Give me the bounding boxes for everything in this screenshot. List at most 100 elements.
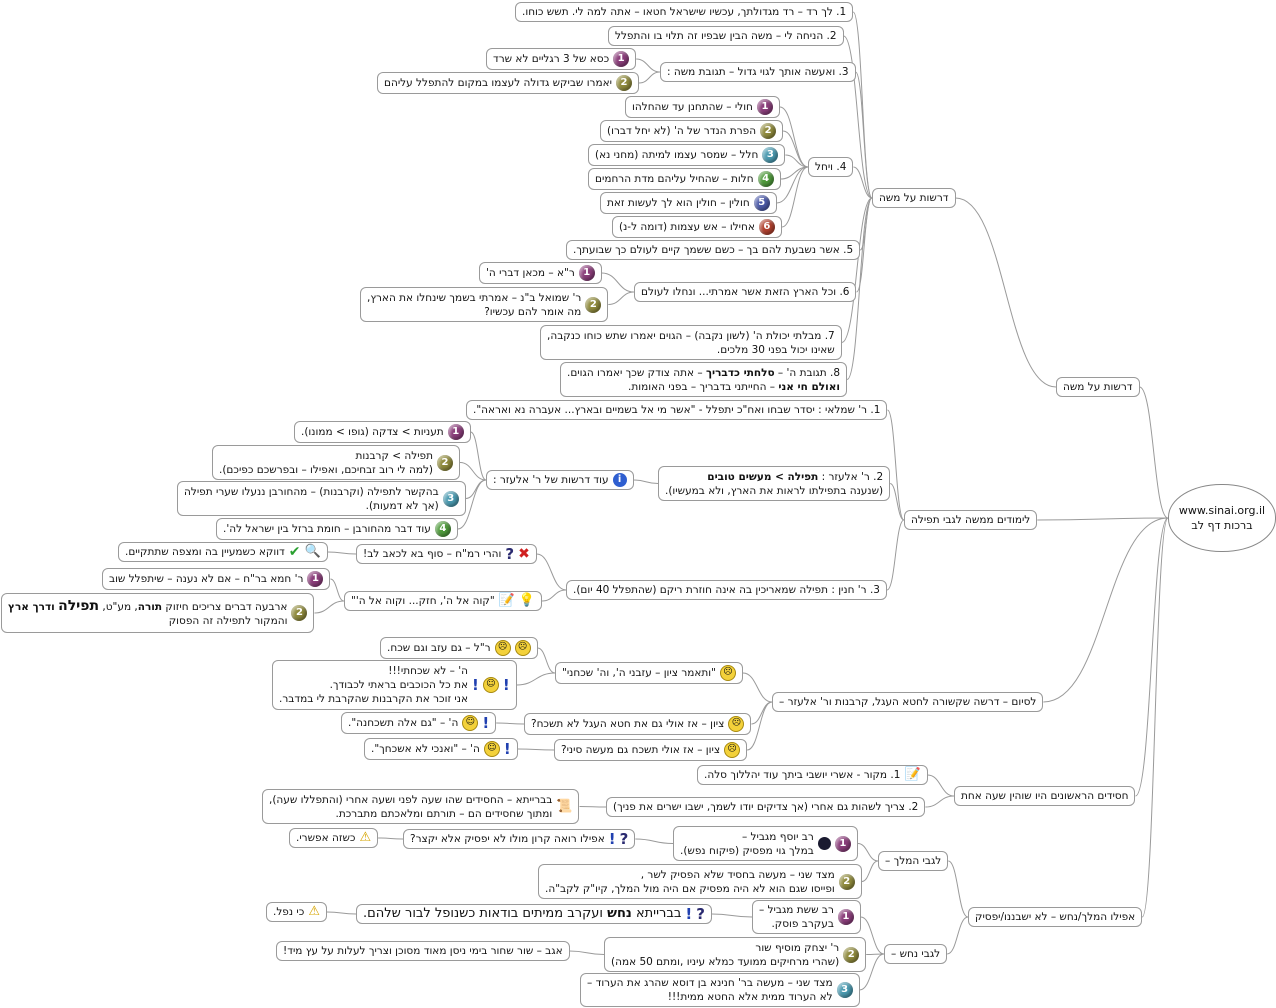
exclamation-icon: ! xyxy=(685,905,693,923)
sad-face-icon: ☹ xyxy=(514,640,531,656)
root-node[interactable]: www.sinai.org.il ברכות דף לב xyxy=(1168,484,1276,552)
node-meayen[interactable]: 🔍✔דווקא כשמעיין בה ומצפה שתתקיים. xyxy=(118,542,328,562)
node-kaav-lev[interactable]: ✖?והרי רמ"ח – סוף בא לכאב לב! xyxy=(356,544,537,564)
number-1-icon: 1 xyxy=(756,99,773,115)
node-mibilti-yecholet[interactable]: 7. מבלתי יכולת ה' (לשון נקבה) – הגוים יא… xyxy=(540,325,842,360)
node-snake[interactable]: לגבי נחש – xyxy=(884,944,948,964)
cross-icon: ✖ xyxy=(518,546,530,562)
node-vaychal[interactable]: 4. ויחל xyxy=(808,157,854,177)
node-ki-nafal[interactable]: ⚠כי נפל. xyxy=(266,902,327,922)
exclamation-icon: ! xyxy=(503,740,511,758)
node-tguvat-hashem[interactable]: 8. תגובת ה' – סלחתי כדבריך – אתה צודק שכ… xyxy=(560,362,848,397)
connector-line xyxy=(886,519,905,591)
connector-line xyxy=(852,11,873,199)
node-lo-shachachti[interactable]: !☺!ה' – לא שכחתי!!!את כל הכוכבים בראתי ל… xyxy=(272,660,517,710)
connector-line xyxy=(841,197,873,343)
node-vechol-haaretz[interactable]: 6. וכל הארץ הזאת אשר אמרתי... ונחלו לעול… xyxy=(634,282,857,302)
number-1-icon: 1 xyxy=(447,424,464,440)
branch-king-snake[interactable]: אפילו המלך/נחש – לא ישבננו/יפסיק xyxy=(968,907,1143,927)
node-gam-ele[interactable]: !☺ה' – "גם אלה תשכחנה". xyxy=(341,712,497,734)
connector-line xyxy=(470,431,487,481)
node-baraita-nachash[interactable]: ?!בברייתא נחש ועקרב ממיתים בודאות כשנופל… xyxy=(356,904,712,924)
node-veeese-otcha[interactable]: 3. ואעשה אותך לגוי גדול – תגובת משה : xyxy=(660,62,856,82)
number-2-icon: 2 xyxy=(760,123,777,139)
connector-line xyxy=(955,197,1057,388)
number-2-icon: 2 xyxy=(843,946,860,963)
connector-line xyxy=(314,600,345,614)
connector-line xyxy=(516,672,556,686)
warning-icon: ⚠ xyxy=(359,830,372,845)
node-lishhot-acharei[interactable]: 2. צריך לשהות גם אחרי (אך צדיקים יודו לש… xyxy=(606,797,926,817)
connector-line xyxy=(861,860,879,882)
number-2-icon: 2 xyxy=(585,296,602,313)
number-4-icon: 4 xyxy=(757,171,774,187)
connector-line xyxy=(843,35,873,199)
number-1-icon: 1 xyxy=(307,571,324,587)
connector-line xyxy=(326,911,357,915)
connector-line xyxy=(886,409,905,521)
branch-prayer[interactable]: לימודים ממשה לגבי תפילה xyxy=(904,510,1038,530)
branch-moshe[interactable]: דרשות על משה xyxy=(1056,377,1140,397)
number-4-icon: 4 xyxy=(434,521,451,537)
connector-line xyxy=(569,950,605,955)
node-kave-el-hashem[interactable]: 💡📝"קוה אל ה', חזק... וקוה אל ה'" xyxy=(344,591,543,611)
node-kshezeh-efshari[interactable]: ⚠כשזה אפשרי. xyxy=(289,828,379,848)
node-rabbi-elazar[interactable]: 2. ר' אלעזר : תפילה > מעשים טובים(שנענה … xyxy=(658,466,891,501)
question-icon: ? xyxy=(696,905,705,923)
connector-line xyxy=(537,647,556,674)
node-baraita-hasidim[interactable]: 📜בברייתא – החסידים שהו שעה לפני ושעה אחר… xyxy=(262,789,580,824)
node-rabbi-simlai[interactable]: 1. ר' שמלאי : יסדר שבחו ואח"כ יתפלל - "א… xyxy=(466,400,888,420)
number-1-icon: 1 xyxy=(578,265,595,281)
node-tzion-azavani[interactable]: ☹"ותאמר ציון – עזבני ה', וה' שכחני" xyxy=(555,662,743,684)
node-king[interactable]: לגבי המלך – xyxy=(878,851,949,871)
branch-conclusion[interactable]: לסיום – דרשה שקשורה לחטא העגל, קרבנות ור… xyxy=(772,692,1044,712)
node-maase-sinai[interactable]: ☹ציון – אז אולי תשכח גם מעשה סיני? xyxy=(554,739,748,761)
node-lo-eshkachech[interactable]: !☺ה' – "ואנכי לא אשכחך". xyxy=(364,738,518,760)
sad-face-icon: ☹ xyxy=(724,742,741,758)
number-3-icon: 3 xyxy=(836,982,853,998)
connector-line xyxy=(536,553,567,591)
node-gam-azav[interactable]: ☹☹ר"ל – גם עזב וגם שכח. xyxy=(380,637,538,659)
node-hanicha-li[interactable]: 2. הניחה לי – משה הבין שבפיו זה תלוי בו … xyxy=(608,26,844,46)
node-shor-shachor[interactable]: אגב – שור שחור בימי ניסן מאוד מסוכן וצרי… xyxy=(276,941,570,961)
number-1-icon: 1 xyxy=(834,835,851,852)
node-rabbi-chanin[interactable]: 3. ר' חנין : תפילה שמאריכין בה אינה חוזר… xyxy=(566,580,887,600)
branch-hasidim[interactable]: חסידים הראשונים היו שוהין שעה אחת xyxy=(954,786,1136,806)
number-5-icon: 5 xyxy=(753,195,770,211)
node-ashrei[interactable]: 📝1. מקור - אשרי יושבי ביתך עוד יהללוך סל… xyxy=(697,765,928,785)
smiley-icon: ☺ xyxy=(483,741,500,757)
node-karon[interactable]: ?!אפילו רואה קרון מולו לא יפסיק אלא יקצר… xyxy=(403,829,636,849)
sad-face-icon: ☹ xyxy=(728,716,745,732)
warning-icon: ⚠ xyxy=(308,904,320,919)
node-lech-red[interactable]: 1. לך רד – רד מגדולתך, עכשיו שישראל חטאו… xyxy=(515,2,854,22)
connector-line xyxy=(855,71,873,199)
connector-line xyxy=(635,838,674,844)
node-chet-haegel[interactable]: ☹ציון – אז אולי גם את חטא העגל לא תשכח? xyxy=(524,713,752,735)
connector-line xyxy=(1141,517,1169,918)
note-icon: 📝 xyxy=(904,767,921,782)
node-asher-nishbata[interactable]: 5. אשר נשבעת להם בך – כשם ששמך קיים לעול… xyxy=(566,240,861,260)
node-moshe-prayer-golden-calf[interactable]: דרשות על משה xyxy=(872,188,956,208)
